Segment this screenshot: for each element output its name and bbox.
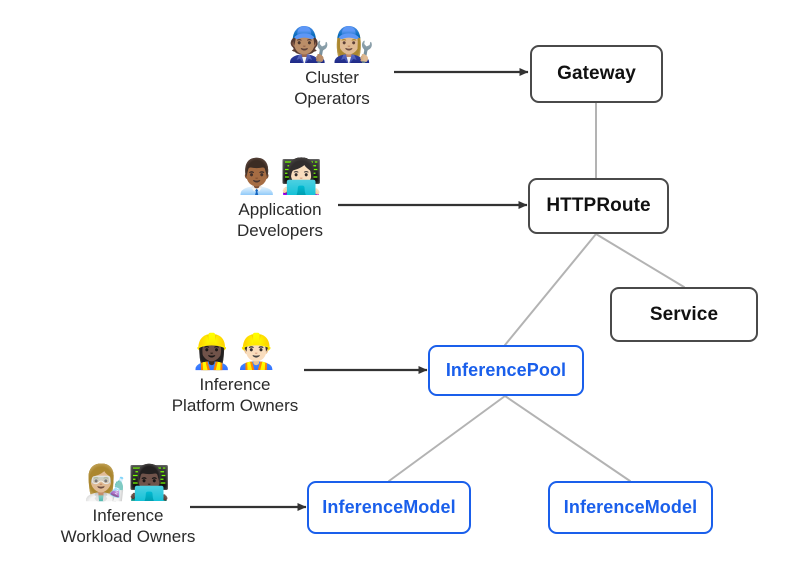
node-inference-pool[interactable]: InferencePool (428, 345, 584, 396)
persona-inference-platform-owners-line2: Platform Owners (171, 395, 299, 415)
connector-inferencepool-model-2 (504, 395, 631, 482)
node-service-label: Service (649, 303, 719, 325)
persona-inference-platform-owners: 👷🏿‍♀️👷🏻‍♂️ Inference Platform Owners (135, 332, 335, 417)
persona-inference-workload-owners-line1: Inference (92, 505, 164, 525)
application-developers-icon: 👨🏾‍💼👩🏻‍💻 (235, 157, 325, 197)
connector-inferencepool-model-1 (388, 395, 506, 482)
persona-inference-platform-owners-label: Inference Platform Owners (172, 374, 299, 417)
node-inference-model-right[interactable]: InferenceModel (548, 481, 713, 534)
node-httproute-label: HTTPRoute (546, 195, 651, 216)
persona-inference-platform-owners-line1: Inference (199, 374, 271, 394)
node-inference-model-left[interactable]: InferenceModel (307, 481, 471, 534)
node-httproute[interactable]: HTTPRoute (528, 178, 669, 234)
persona-cluster-operators-line2: Operators (294, 88, 370, 108)
inference-platform-owners-icon: 👷🏿‍♀️👷🏻‍♂️ (190, 332, 280, 372)
persona-cluster-operators-label: Cluster Operators (294, 67, 370, 110)
persona-cluster-operators-line1: Cluster (305, 67, 359, 87)
persona-application-developers-line1: Application (238, 199, 322, 219)
cluster-operators-icon: 🧑🏽‍🔧👩🏼‍🔧 (287, 25, 377, 65)
inference-workload-owners-icon: 👩🏼‍🔬👨🏿‍💻 (83, 463, 173, 503)
node-gateway-label: Gateway (557, 63, 636, 84)
persona-cluster-operators: 🧑🏽‍🔧👩🏼‍🔧 Cluster Operators (232, 25, 432, 110)
connector-httproute-inferencepool (504, 233, 597, 346)
node-inference-pool-label: InferencePool (445, 360, 567, 380)
node-gateway[interactable]: Gateway (530, 45, 663, 103)
persona-inference-workload-owners-line2: Workload Owners (60, 526, 196, 546)
persona-application-developers-label: Application Developers (237, 199, 323, 242)
persona-application-developers-line2: Developers (237, 220, 323, 240)
persona-application-developers: 👨🏾‍💼👩🏻‍💻 Application Developers (180, 157, 380, 242)
node-inference-model-right-label: InferenceModel (563, 497, 698, 517)
persona-inference-workload-owners-label: Inference Workload Owners (61, 505, 196, 548)
node-inference-model-left-label: InferenceModel (322, 497, 456, 517)
persona-inference-workload-owners: 👩🏼‍🔬👨🏿‍💻 Inference Workload Owners (28, 463, 228, 548)
node-service[interactable]: Service (610, 287, 758, 342)
connector-httproute-service (595, 233, 685, 288)
